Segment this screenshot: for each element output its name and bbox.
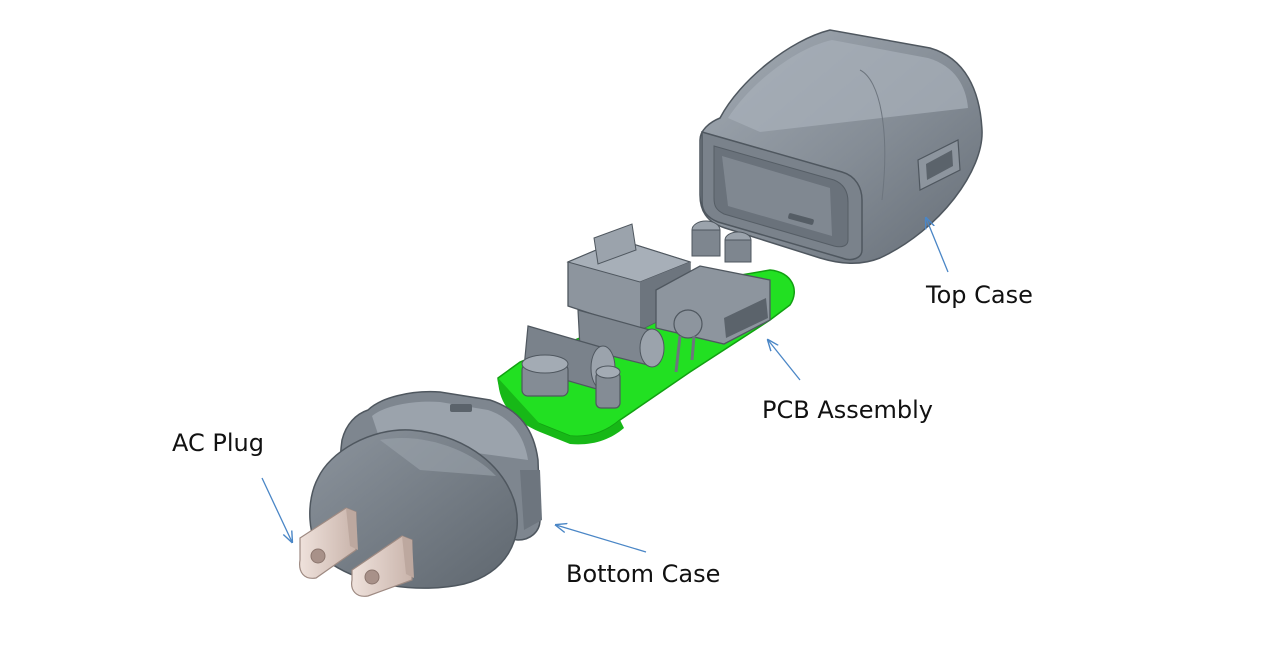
bottom-case — [309, 390, 542, 589]
ac-plug-arrow — [261, 477, 292, 542]
ac-plug — [299, 507, 414, 597]
bottom-case-arrow — [556, 525, 647, 553]
pcb-assembly-arrow — [768, 340, 801, 381]
top-case — [699, 29, 983, 264]
top-case-label: Top Case — [926, 281, 1033, 309]
top-case-arrow — [926, 218, 949, 273]
bottom-case-label: Bottom Case — [566, 560, 721, 588]
ac-plug-label: AC Plug — [172, 429, 264, 457]
callout-arrows — [261, 218, 949, 553]
pcb-assembly — [497, 220, 795, 445]
pcb-assembly-label: PCB Assembly — [762, 396, 933, 424]
